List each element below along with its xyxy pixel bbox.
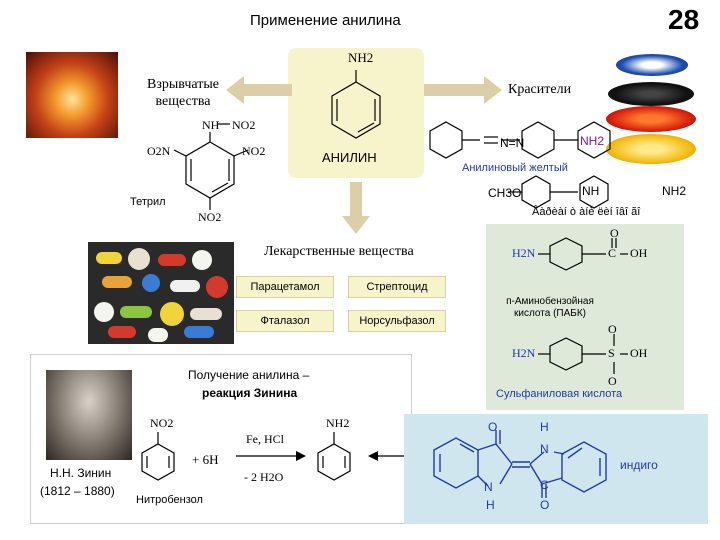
medicines-label: Лекарственные вещества: [264, 244, 414, 259]
tetryl-nh-label: NH: [202, 118, 220, 132]
sulfanilic-o-bottom-label: O: [608, 374, 617, 388]
indigo-h-top: H: [540, 420, 549, 434]
dye-ch3o-label: CH3O: [488, 186, 522, 200]
arrow-left-explosives: [226, 76, 292, 104]
dyes-label: Красители: [508, 82, 572, 97]
zinin-heading-line2: реакция Зинина: [202, 386, 298, 400]
medicine-phthalazol: Фталазол: [236, 310, 334, 332]
page-title: Применение анилина: [250, 12, 401, 29]
pabk-o-label: O: [610, 226, 619, 240]
nitrobenzene-no2-label: NO2: [150, 416, 174, 430]
dye-garbled-caption: Âàðèàí ò àíè ëèí îâî ãî: [532, 206, 641, 218]
dye-nh2-right-label: NH2: [662, 184, 687, 198]
tetryl-no2-right-label: NO2: [242, 144, 266, 158]
tetryl-name: Тетрил: [130, 196, 166, 208]
pills-photo: [88, 242, 234, 344]
tetryl-no2-bottom-label: NO2: [198, 210, 222, 224]
zinin-heading-line1: Получение анилина –: [188, 368, 310, 382]
dye-nh-label: NH: [582, 184, 600, 198]
aniline-structure: [331, 70, 381, 139]
indigo-c-label: C: [540, 478, 549, 492]
arrow-right-dyes: [424, 76, 502, 104]
pabk-c-label: C: [608, 246, 617, 260]
aniline-yellow-name: Анилиновый желтый: [462, 162, 568, 174]
pabk-name: п-Аминобензойная кислота (ПАБК): [506, 296, 594, 319]
aniline-yellow-structure: [429, 121, 611, 209]
zinin-catalyst: Fe, HCl: [246, 432, 285, 446]
zinin-reagent: + 6H: [192, 452, 219, 467]
indigo-o-bottom: O: [540, 498, 550, 512]
medicine-norsulfazol: Норсульфазол: [348, 310, 446, 332]
sulfanilic-h2n-label: H2N: [512, 346, 536, 360]
indigo-label: индиго: [620, 458, 658, 472]
medicine-streptocid: Стрептоцид: [348, 276, 446, 298]
aniline-nh2-label: NH2: [348, 50, 374, 65]
indigo-n-left: N: [484, 480, 493, 494]
zinin-product-nh2-label: NH2: [326, 416, 350, 430]
slide-number: 28: [668, 4, 700, 35]
zinin-person-name: Н.Н. Зинин: [50, 466, 112, 480]
indigo-panel: [404, 414, 708, 524]
aniline-name: АНИЛИН: [322, 150, 377, 165]
aniline-box: [288, 48, 424, 178]
sulfanilic-name: Сульфаниловая кислота: [496, 388, 623, 400]
pabk-h2n-label: H2N: [512, 246, 536, 260]
dye-jars-photo: [602, 48, 702, 168]
tetryl-o2n-label: O2N: [147, 144, 171, 158]
zinin-person-years: (1812 – 1880): [40, 484, 115, 498]
tetryl-structure: [173, 123, 249, 210]
arrow-indigo-to-zinin: [368, 451, 408, 461]
explosives-label: Взрывчатые вещества: [147, 77, 219, 109]
medicine-paracetamol: Парацетамол: [236, 276, 334, 298]
zinin-portrait: [46, 370, 132, 460]
indigo-h-bottom: H: [486, 498, 495, 512]
acids-panel: [486, 224, 684, 410]
acids-structures: [538, 237, 628, 374]
explosion-photo: [26, 52, 118, 138]
sulfanilic-o-top-label: O: [608, 322, 617, 336]
zinin-reaction-structures: [141, 432, 351, 481]
tetryl-no2-top-label: NO2: [232, 118, 256, 132]
sulfanilic-oh-label: OH: [630, 346, 648, 360]
nitrobenzene-name: Нитробензол: [136, 494, 203, 506]
arrow-down-medicines: [342, 182, 370, 234]
sulfanilic-s-label: S: [608, 346, 615, 360]
dye-n-eq-n: N=N: [500, 136, 525, 150]
indigo-structure: [433, 430, 607, 498]
dye-nh2-label: NH2: [580, 134, 605, 148]
indigo-o-top: O: [488, 420, 498, 434]
pabk-oh-label: OH: [630, 246, 648, 260]
zinin-byproduct: - 2 H2O: [244, 470, 284, 484]
indigo-n-right: N: [540, 442, 549, 456]
